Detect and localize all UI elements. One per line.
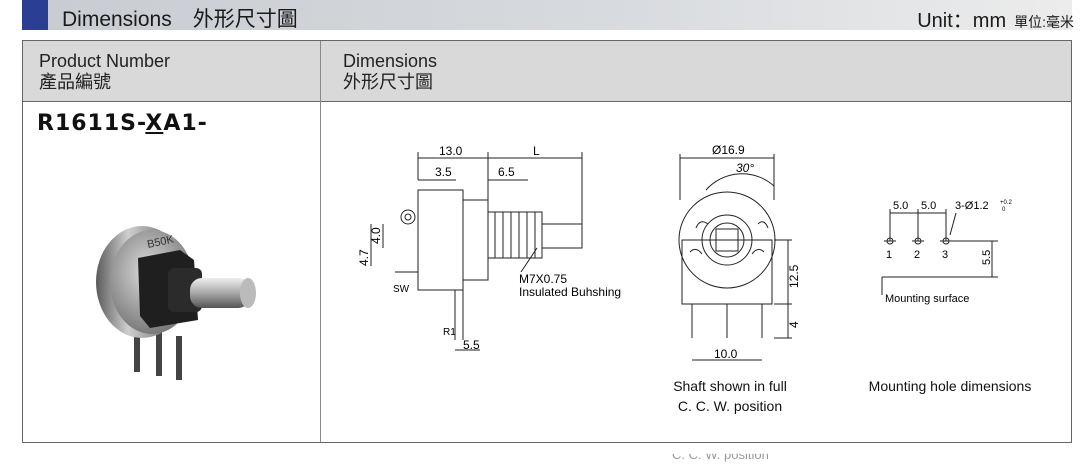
shaft (190, 278, 250, 308)
mounting-hole-drawing: 5.0 5.0 3-Ø1.2 +0.2 0 1 2 3 5.5 Mounting… (881, 200, 1013, 305)
terminal-pin (156, 332, 162, 376)
unit-text-cn: 單位:毫米 (1014, 14, 1074, 30)
header-accent-block (22, 0, 48, 30)
front-view-drawing: Ø16.9 30° 12.5 4 10.0 (678, 143, 801, 361)
dim-3-5: 3.5 (435, 165, 452, 179)
dim-L: L (533, 144, 540, 158)
section-title: Dimensions 外形尺寸圖 (62, 8, 298, 31)
potentiometer-photo: B50K (96, 226, 256, 380)
dim-4: 4 (787, 321, 801, 328)
product-number-header: Product Number 產品編號 (39, 51, 170, 93)
table-header-row (23, 41, 1071, 102)
dim-4-7: 4.7 (357, 249, 371, 266)
terminal-pin (176, 336, 182, 380)
terminal-pin (134, 328, 140, 372)
dim-diameter: Ø16.9 (712, 143, 745, 157)
tolerance-plus: +0.2 (1000, 200, 1013, 206)
tolerance-minus: 0 (1002, 207, 1006, 213)
dim-4-0: 4.0 (369, 227, 383, 244)
pin-2-label: 2 (914, 249, 920, 261)
label-r1: R1 (443, 327, 456, 338)
product-number-prefix: R1611S- (37, 111, 146, 136)
product-number-suffix: A1- (163, 111, 208, 136)
product-number: R1611S-XA1- (37, 111, 208, 136)
label-sw: SW (393, 284, 410, 295)
column-divider (320, 41, 321, 442)
dim-13-0: 13.0 (439, 144, 463, 158)
mounting-caption: Mounting hole dimensions (868, 378, 1032, 394)
dimensions-header-en: Dimensions (343, 51, 438, 71)
product-number-variable: X (145, 111, 164, 136)
front-view-caption-line1: Shaft shown in full (673, 378, 787, 394)
shaft-end (240, 278, 256, 308)
pin-3-label: 3 (942, 249, 948, 261)
dimensions-header: Dimensions 外形尺寸圖 (343, 51, 437, 93)
hole-spec: 3-Ø1.2 (955, 200, 989, 212)
mounting-surface-label: Mounting surface (885, 293, 969, 305)
ghost-caption-fragment: C. C. W. position (672, 447, 769, 462)
dim-10-0: 10.0 (714, 347, 738, 361)
dimensions-table: Product Number 產品編號 Dimensions 外形尺寸圖 R16… (22, 40, 1072, 443)
section-header-bar (22, 0, 1072, 30)
unit-text: Unit：mm (917, 10, 1007, 32)
front-view-caption-line2: C. C. W. position (677, 398, 783, 414)
dim-5-0-b: 5.0 (921, 200, 936, 212)
product-number-header-en: Product Number (39, 51, 171, 71)
dim-5-5: 5.5 (463, 338, 480, 352)
front-view-caption: Shaft shown in full C. C. W. position (660, 376, 800, 416)
dim-5-0-a: 5.0 (893, 200, 908, 212)
dimensions-header-cn: 外形尺寸圖 (343, 72, 433, 92)
dim-angle: 30° (736, 161, 754, 175)
thread-spec: M7X0.75 (519, 272, 567, 286)
dim-5-5-mount: 5.5 (981, 250, 993, 265)
dim-12-5: 12.5 (787, 264, 801, 288)
knob-marking: B50K (146, 233, 175, 250)
product-number-header-cn: 產品編號 (39, 72, 111, 92)
unit-label: Unit：mm 單位:毫米 (917, 4, 1074, 33)
dim-6-5: 6.5 (498, 165, 515, 179)
side-view-drawing: 13.0 L 3.5 6.5 4.0 4.7 SW R1 5.5 M7X0.75… (357, 144, 621, 352)
bushing-label: Insulated Buhshing (519, 285, 621, 299)
pin-1-label: 1 (886, 249, 892, 261)
